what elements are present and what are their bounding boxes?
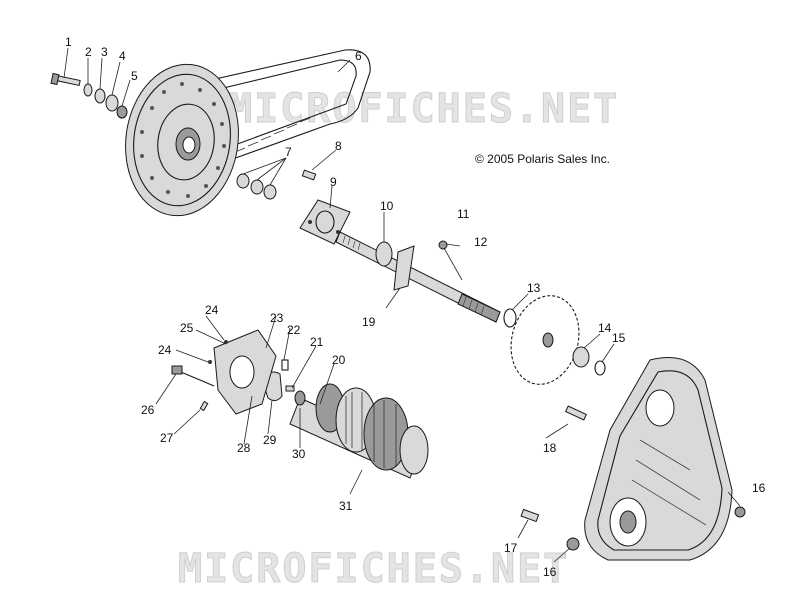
bolt-8 bbox=[301, 169, 317, 181]
callout-24-left: 24 bbox=[158, 343, 172, 357]
nut-11 bbox=[438, 240, 448, 250]
callout-4: 4 bbox=[119, 49, 126, 63]
callout-14: 14 bbox=[598, 321, 612, 335]
watermark-top: MICROFICHES.NET bbox=[228, 86, 619, 132]
drive-belt bbox=[174, 49, 371, 161]
drive-clutch bbox=[125, 63, 239, 217]
callout-20: 20 bbox=[332, 353, 346, 367]
callout-29: 29 bbox=[263, 433, 277, 447]
callout-1: 1 bbox=[65, 35, 72, 49]
callout-25: 25 bbox=[180, 321, 194, 335]
callout-22: 22 bbox=[287, 323, 301, 337]
bearing-flange bbox=[299, 199, 351, 245]
seal-13 bbox=[503, 308, 517, 328]
bolt-17 bbox=[520, 508, 540, 523]
snap-ring-15 bbox=[594, 360, 606, 376]
sensor-26 bbox=[171, 365, 215, 387]
callout-6: 6 bbox=[355, 49, 362, 63]
washer-4 bbox=[105, 94, 119, 112]
callout-16-right: 16 bbox=[752, 481, 766, 495]
callout-19: 19 bbox=[362, 315, 376, 329]
chaincase-cover bbox=[584, 357, 733, 561]
bearing-14 bbox=[572, 346, 590, 368]
callout-5: 5 bbox=[131, 69, 138, 83]
jackshaft bbox=[335, 231, 501, 323]
callout-24-top: 24 bbox=[205, 303, 219, 317]
bolt-21 bbox=[285, 385, 295, 392]
leader-lines bbox=[63, 47, 741, 563]
callout-30: 30 bbox=[292, 447, 306, 461]
callout-8: 8 bbox=[335, 139, 342, 153]
callout-17: 17 bbox=[504, 541, 518, 555]
washer-2 bbox=[83, 83, 93, 97]
brake-disc bbox=[510, 295, 580, 385]
callout-16-bottom: 16 bbox=[543, 565, 557, 579]
watermark-bottom: MICROFICHES.NET bbox=[178, 546, 569, 592]
clutch-bolt bbox=[50, 72, 81, 87]
callout-18: 18 bbox=[543, 441, 557, 455]
spacer-5 bbox=[116, 105, 128, 119]
callout-21: 21 bbox=[310, 335, 324, 349]
callout-28: 28 bbox=[237, 441, 251, 455]
callout-7: 7 bbox=[285, 145, 292, 159]
gear-cluster bbox=[289, 383, 429, 479]
callout-15: 15 bbox=[612, 331, 626, 345]
callout-2: 2 bbox=[85, 45, 92, 59]
screw-27 bbox=[199, 400, 209, 412]
callout-11: 11 bbox=[457, 207, 470, 221]
callout-23: 23 bbox=[270, 311, 284, 325]
gear-30 bbox=[294, 390, 306, 406]
callout-27: 27 bbox=[160, 431, 174, 445]
callout-13: 13 bbox=[527, 281, 541, 295]
callout-10: 10 bbox=[380, 199, 394, 213]
bolt-18 bbox=[565, 405, 587, 421]
callout-9: 9 bbox=[330, 175, 337, 189]
copyright-text: © 2005 Polaris Sales Inc. bbox=[475, 152, 610, 166]
nut-16-bottom bbox=[566, 537, 580, 551]
callout-12: 12 bbox=[474, 235, 488, 249]
callout-labels: 1 2 3 4 5 6 7 8 9 10 11 12 13 14 15 16 1… bbox=[65, 35, 766, 579]
callout-26: 26 bbox=[141, 403, 155, 417]
callout-3: 3 bbox=[101, 45, 108, 59]
callout-31: 31 bbox=[339, 499, 353, 513]
nut-16-right bbox=[734, 506, 746, 518]
clip-22 bbox=[281, 359, 289, 371]
shaft-bracket bbox=[393, 245, 415, 291]
housing-25 bbox=[208, 329, 277, 415]
washer-3 bbox=[94, 88, 106, 104]
washers-7 bbox=[236, 173, 277, 200]
